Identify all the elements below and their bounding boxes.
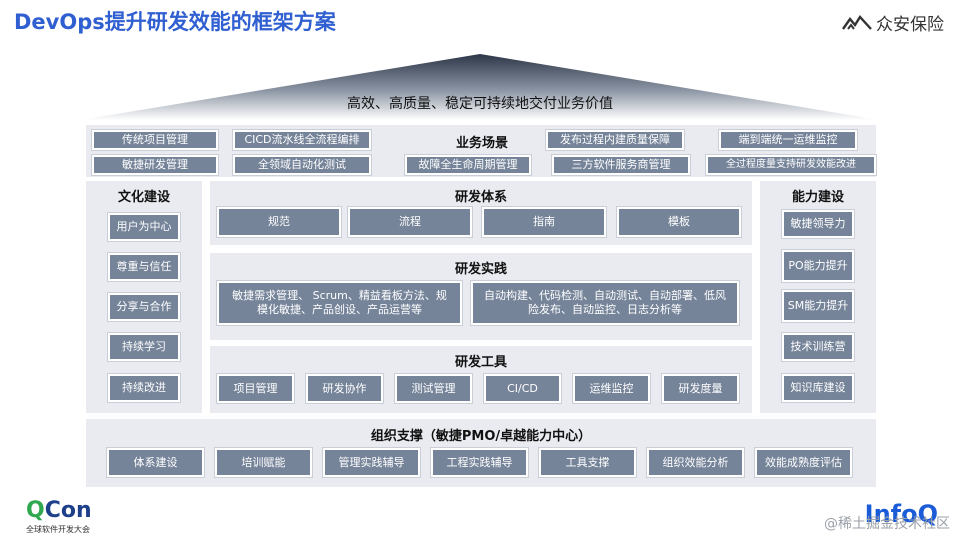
capability-header: 能力建设	[791, 190, 844, 205]
watermark: @稀土掘金技术社区	[824, 516, 950, 532]
capability-item: 敏捷领导力	[782, 210, 854, 238]
brand-name: 众安保险	[876, 15, 944, 35]
tools-item: CI/CD	[484, 374, 561, 403]
tools-panel	[210, 346, 752, 413]
system-item: 指南	[482, 207, 606, 237]
infoq-logo: InfoQ	[864, 500, 938, 528]
tools-header: 研发工具	[454, 355, 507, 370]
roof	[80, 54, 880, 120]
business-item: 故障全生命周期管理	[405, 155, 531, 175]
tools-item: 运维监控	[573, 374, 650, 403]
org-item: 培训赋能	[215, 448, 312, 477]
qcon-logo: QCon 全球软件开发大会	[26, 500, 92, 535]
capability-item: 知识库建设	[782, 374, 854, 402]
org-item: 工具支撑	[539, 448, 636, 477]
tools-item: 研发协作	[306, 374, 383, 403]
zhongan-mountain-icon	[842, 14, 872, 30]
practice-header: 研发实践	[454, 262, 507, 277]
tools-item: 测试管理	[395, 374, 472, 403]
business-item: 发布过程内建质量保障	[546, 130, 684, 150]
culture-item: 持续学习	[108, 333, 180, 361]
page-title: DevOps提升研发效能的框架方案	[14, 10, 336, 34]
qcon-subtitle: 全球软件开发大会	[26, 525, 90, 534]
system-item: 规范	[217, 207, 341, 237]
tools-item: 项目管理	[217, 374, 294, 403]
system-header: 研发体系	[454, 190, 507, 205]
qcon-text: Con	[44, 498, 92, 523]
culture-header: 文化建设	[117, 190, 170, 205]
practice-item: 敏捷需求管理、 Scrum、精益看板方法、规模化敏捷、产品创设、产品运营等	[217, 281, 462, 325]
culture-item: 尊重与信任	[108, 253, 180, 281]
business-item: 端到端统一运维监控	[719, 130, 857, 150]
capability-item: SM能力提升	[782, 290, 854, 322]
business-item: CICD流水线全流程编排	[233, 130, 371, 150]
system-item: 流程	[348, 207, 472, 237]
org-item: 工程实践辅导	[431, 448, 528, 477]
capability-item: PO能力提升	[782, 250, 854, 282]
business-item: 三方软件服务商管理	[552, 155, 690, 175]
business-item: 敏捷研发管理	[92, 155, 218, 175]
brand-logo: 众安保险	[842, 10, 944, 35]
org-item: 效能成熟度评估	[755, 448, 852, 477]
business-item: 全领域自动化测试	[233, 155, 371, 175]
capability-item: 技术训练营	[782, 333, 854, 361]
business-item: 传统项目管理	[92, 130, 218, 150]
system-item: 模板	[617, 207, 741, 237]
business-header: 业务场景	[455, 136, 508, 151]
culture-item: 持续改进	[108, 374, 180, 402]
org-item: 组织效能分析	[647, 448, 744, 477]
tools-item: 研发度量	[662, 374, 739, 403]
org-item: 体系建设	[107, 448, 204, 477]
practice-item: 自动构建、代码检测、自动测试、自动部署、低风险发布、自动监控、日志分析等	[471, 281, 739, 325]
culture-item: 用户为中心	[108, 213, 180, 241]
org-item: 管理实践辅导	[323, 448, 420, 477]
qcon-q: Q	[26, 498, 45, 523]
roof-goal: 高效、高质量、稳定可持续地交付业务价值	[347, 96, 613, 112]
org-header: 组织支撑（敏捷PMO/卓越能力中心）	[370, 429, 592, 444]
culture-item: 分享与合作	[108, 293, 180, 321]
business-item: 全过程度量支持研发效能改进	[706, 155, 876, 175]
